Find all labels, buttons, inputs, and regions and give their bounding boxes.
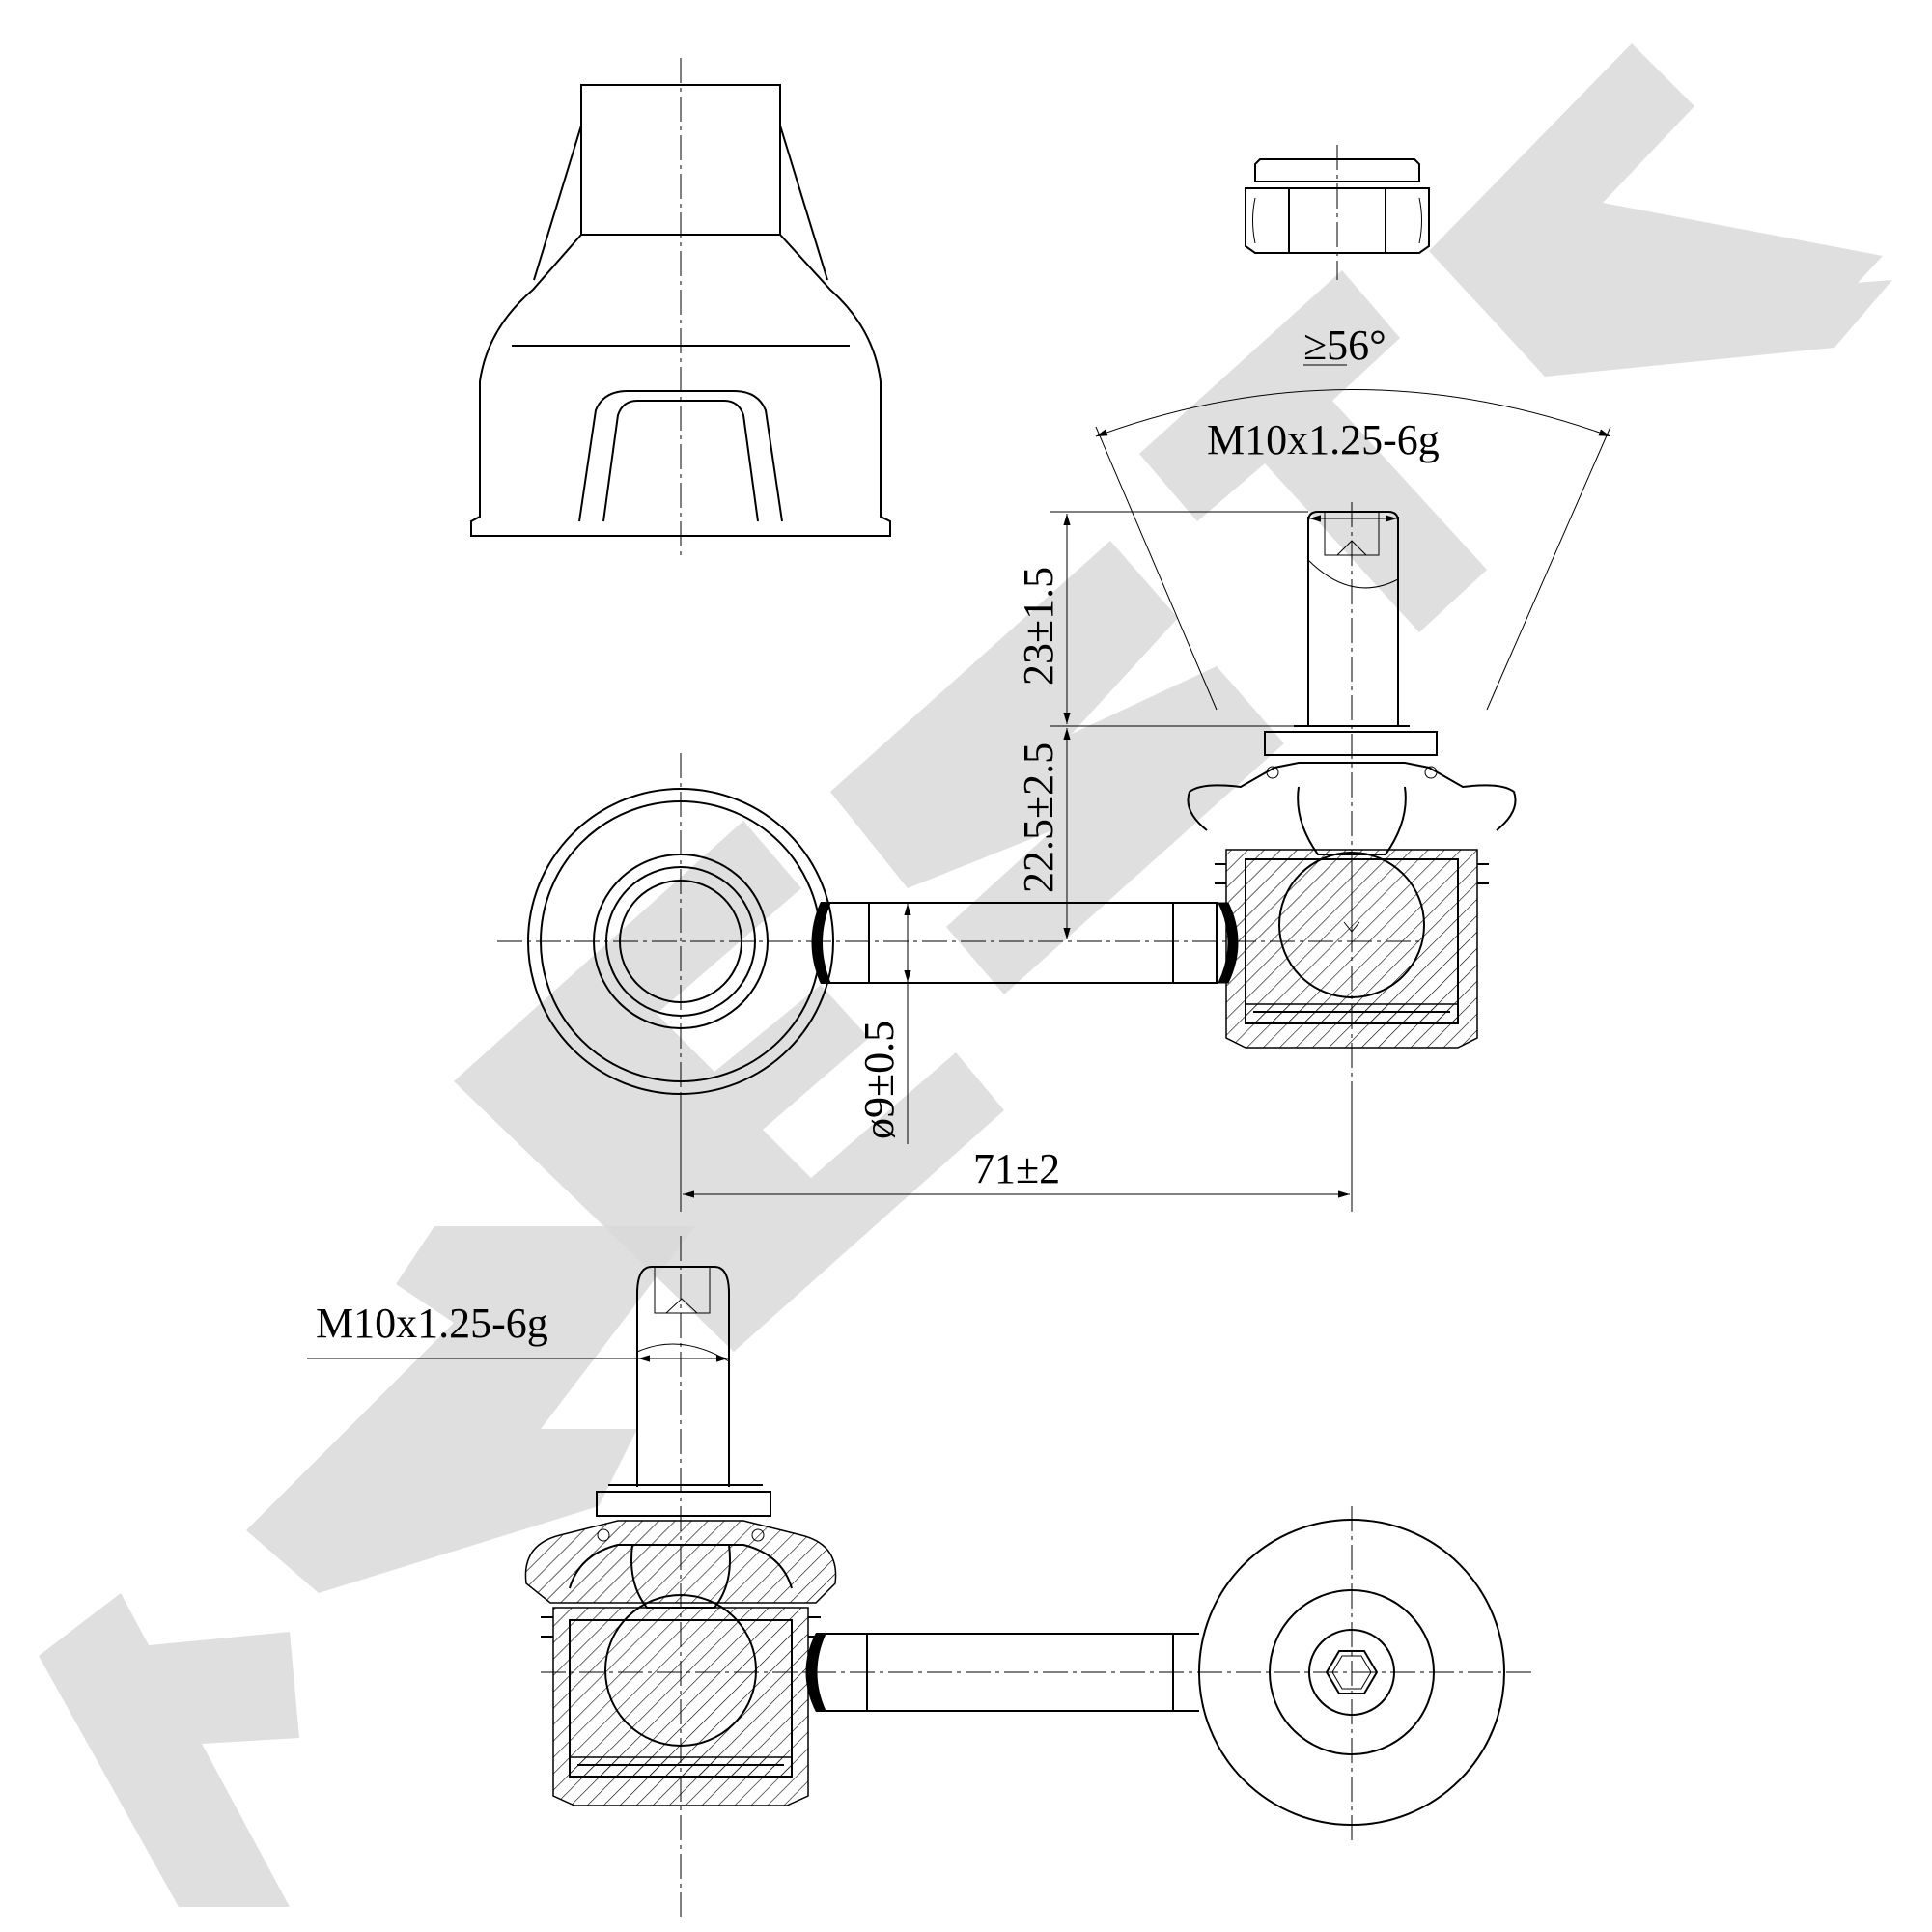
dimension-body-height: 22.5±2.5 [1015, 728, 1071, 939]
stud-length-label: 23±1.5 [1015, 567, 1062, 686]
brand-watermark [39, 43, 1892, 1907]
lock-nut [1245, 145, 1430, 280]
center-distance-label: 71±2 [973, 1145, 1060, 1192]
dimension-thread-top: M10x1.25-6g [1207, 416, 1440, 522]
watermark-chevron [39, 1593, 299, 1907]
thread-top-label: M10x1.25-6g [1207, 416, 1440, 463]
dimension-thread-bottom: M10x1.25-6g [307, 1300, 728, 1362]
boot-side-view [470, 58, 891, 560]
rod-diameter-label: ø9±0.5 [855, 1021, 903, 1139]
link-side-section [497, 502, 1517, 1207]
dimension-rod-diameter: ø9±0.5 [855, 903, 911, 1144]
watermark-letter-k [1429, 43, 1892, 377]
dimension-angle: ≥56° [1095, 322, 1611, 711]
link-front-section [524, 1236, 1535, 1917]
watermark-letter-z [246, 1226, 695, 1593]
dimension-stud-length: 23±1.5 [1015, 511, 1308, 727]
watermark-letter-n [830, 541, 1284, 994]
watermark-letter-t [1139, 270, 1487, 632]
angle-label: ≥56° [1303, 322, 1386, 369]
dimension-center-distance: 71±2 [680, 1096, 1353, 1212]
body-height-label: 22.5±2.5 [1015, 742, 1062, 893]
thread-bottom-label: M10x1.25-6g [316, 1300, 548, 1347]
